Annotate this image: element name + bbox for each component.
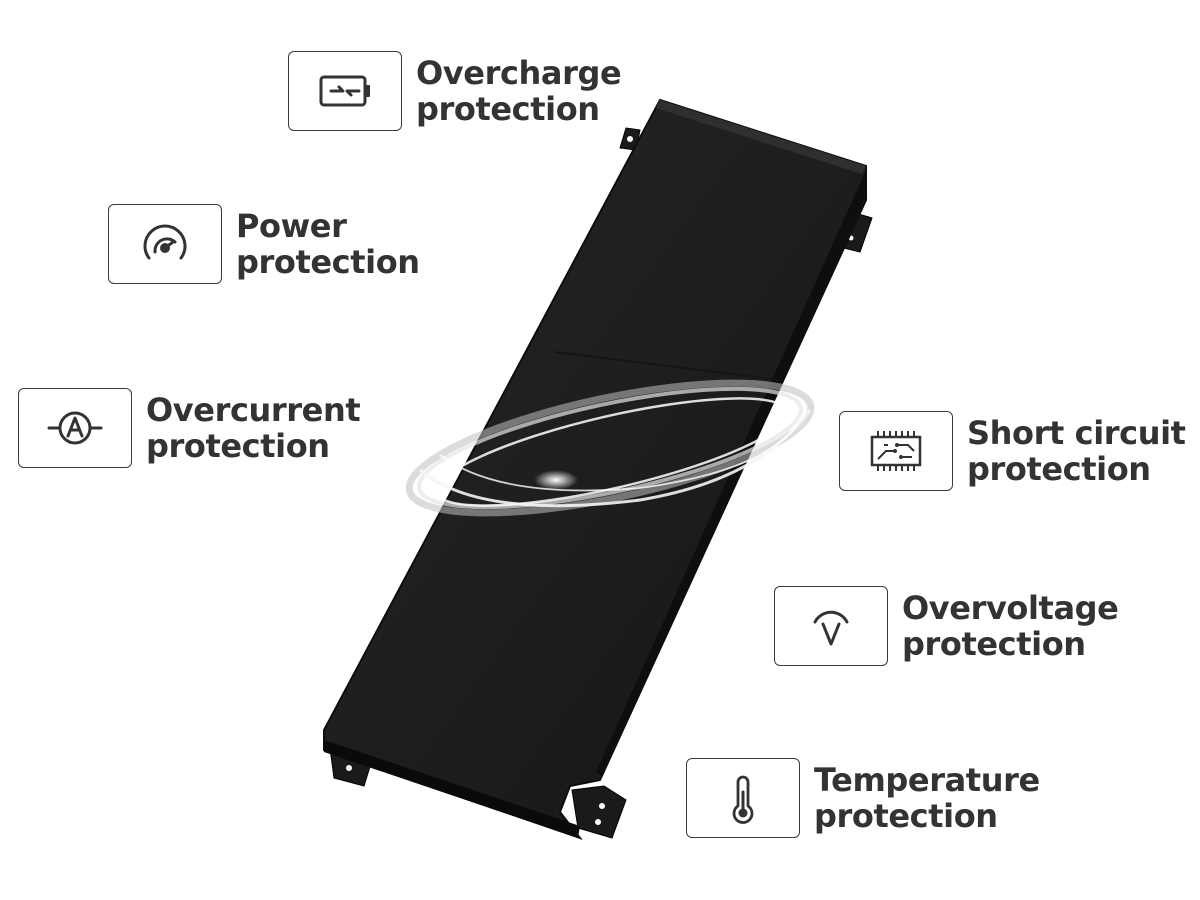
short-circuit-subtitle: protection [967,450,1151,488]
power-icon-box [108,204,222,284]
feature-overcharge: Overcharge protection [288,51,622,131]
feature-short-circuit: Short circuit protection [839,411,1186,491]
overvoltage-icon-box [774,586,888,666]
battery-charge-icon [319,75,370,107]
feature-overcurrent: Overcurrent protection [18,388,361,468]
overcharge-label: Overcharge protection [416,54,622,128]
power-title: Power [236,207,347,245]
overvoltage-title: Overvoltage [902,589,1119,627]
power-subtitle: protection [236,243,420,281]
short-circuit-title: Short circuit [967,414,1186,452]
temperature-subtitle: protection [814,797,998,835]
overcurrent-label: Overcurrent protection [146,391,361,465]
voltmeter-icon [813,610,849,646]
feature-temperature: Temperature protection [686,758,1040,838]
overcurrent-icon-box [18,388,132,468]
short-circuit-label: Short circuit protection [967,415,1186,487]
feature-power: Power protection [108,204,420,284]
temperature-label: Temperature protection [814,762,1040,834]
feature-overvoltage: Overvoltage protection [774,586,1119,666]
overvoltage-subtitle: protection [902,625,1086,663]
short-circuit-icon-box [839,411,953,491]
power-label: Power protection [236,208,420,280]
thermometer-icon [732,775,754,824]
overcharge-subtitle: protection [416,90,600,128]
overcurrent-title: Overcurrent [146,391,361,429]
overcharge-title: Overcharge [416,54,622,92]
gauge-icon [143,224,187,260]
temperature-icon-box [686,758,800,838]
overcurrent-subtitle: protection [146,427,330,465]
overcharge-icon-box [288,51,402,131]
temperature-title: Temperature [814,761,1040,799]
protection-glow-swirl [405,379,815,517]
ammeter-icon [47,411,103,445]
overvoltage-label: Overvoltage protection [902,589,1119,663]
circuit-board-icon [870,431,922,471]
